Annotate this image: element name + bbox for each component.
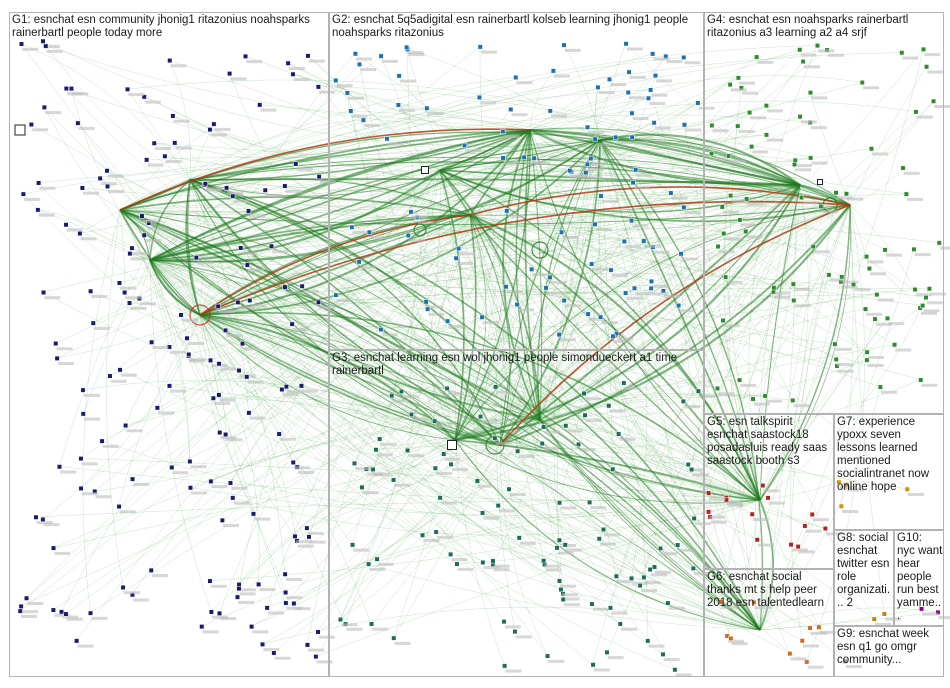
group-label-g1: G1: esnchat esn community jhonig1 ritazo… xyxy=(12,14,324,40)
group-label-g4: G4: esnchat esn noahsparks rainerbartl r… xyxy=(707,14,941,40)
group-box-g4 xyxy=(704,12,944,414)
group-label-g8: G8: social esnchat twitter esn role orga… xyxy=(837,532,893,610)
group-label-g5: G5: esn talkspirit esnchat saastock18 po… xyxy=(707,416,832,468)
group-box-g3 xyxy=(329,350,704,677)
group-box-g2 xyxy=(329,12,704,350)
group-label-g2: G2: esnchat 5q5adigital esn rainerbartl … xyxy=(332,14,700,40)
group-label-g10: G10: nyc want hear people run best yamme… xyxy=(897,532,943,623)
group-box-g1 xyxy=(9,12,329,677)
group-label-g7: G7: experience ypoxx seven lessons learn… xyxy=(837,416,942,494)
group-label-g3: G3: esnchat learning esn wol jhonig1 peo… xyxy=(332,352,700,378)
group-label-g6: G6: esnchat social thanks mt s help peer… xyxy=(707,571,832,610)
group-label-g9: G9: esnchat week esn q1 go omgr communit… xyxy=(837,628,942,667)
